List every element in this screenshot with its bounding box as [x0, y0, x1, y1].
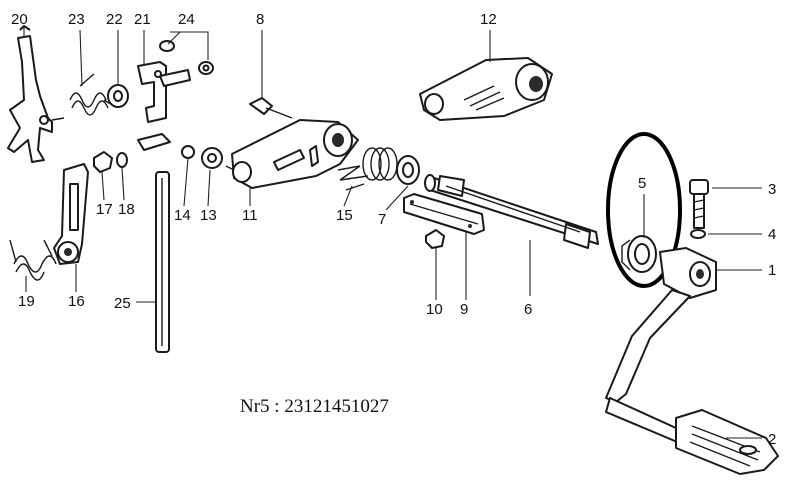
callout-labels: 20 23 22 21 24 8 12 3 4 1 5 2 6 7 9 10 1…	[11, 11, 776, 448]
callout-21: 21	[134, 11, 151, 28]
part-22-bushing	[107, 84, 129, 108]
part-24-washers	[159, 40, 214, 75]
part-3-bolt	[689, 179, 709, 229]
part-21-bracket	[137, 61, 191, 151]
callout-24: 24	[178, 11, 195, 28]
callout-12: 12	[480, 11, 497, 28]
callout-6: 6	[524, 301, 532, 318]
callout-18: 18	[118, 201, 135, 218]
callout-8: 8	[256, 11, 264, 28]
callout-15: 15	[336, 207, 353, 224]
part-9-plate	[403, 193, 485, 235]
part-20-fork	[7, 25, 65, 163]
leader-lines	[23, 26, 762, 439]
shaft-spring	[362, 147, 398, 181]
part-15-clip	[337, 165, 369, 191]
callout-19: 19	[18, 293, 35, 310]
callout-23: 23	[68, 11, 85, 28]
callout-5: 5	[638, 175, 646, 192]
callout-9: 9	[460, 301, 468, 318]
callout-10: 10	[426, 301, 443, 318]
part-7-washer	[396, 155, 420, 185]
part-11-lever	[225, 119, 359, 189]
part-2-pedal	[605, 397, 779, 475]
part-17-nut	[93, 151, 113, 173]
callout-20: 20	[11, 11, 28, 28]
part-25-rod	[155, 171, 170, 353]
part-8-screw	[249, 97, 293, 119]
callout-17: 17	[96, 201, 113, 218]
part-number-caption: Nr5 : 23121451027	[240, 396, 389, 417]
callout-3: 3	[768, 181, 776, 198]
callout-25: 25	[114, 295, 131, 312]
part-16-lever	[53, 163, 89, 265]
part-6-shaft	[424, 174, 599, 249]
callout-13: 13	[200, 207, 217, 224]
callout-1: 1	[768, 262, 776, 279]
part-10-nut	[425, 229, 445, 249]
part-18-washer	[116, 152, 128, 168]
callout-11: 11	[242, 207, 258, 224]
callout-14: 14	[174, 207, 191, 224]
callout-2: 2	[768, 431, 776, 448]
callout-7: 7	[378, 211, 386, 228]
part-1-kickstart-arm	[605, 247, 717, 403]
highlight-oval	[606, 132, 682, 288]
part-19-spring	[9, 239, 57, 281]
callout-16: 16	[68, 293, 85, 310]
part-13-bushing	[201, 147, 223, 169]
part-5-bushing	[621, 235, 657, 273]
part-14-ring	[181, 145, 195, 159]
part-12-lever	[419, 57, 553, 121]
callout-22: 22	[106, 11, 123, 28]
part-4-washer	[690, 229, 706, 239]
callout-4: 4	[768, 226, 776, 243]
